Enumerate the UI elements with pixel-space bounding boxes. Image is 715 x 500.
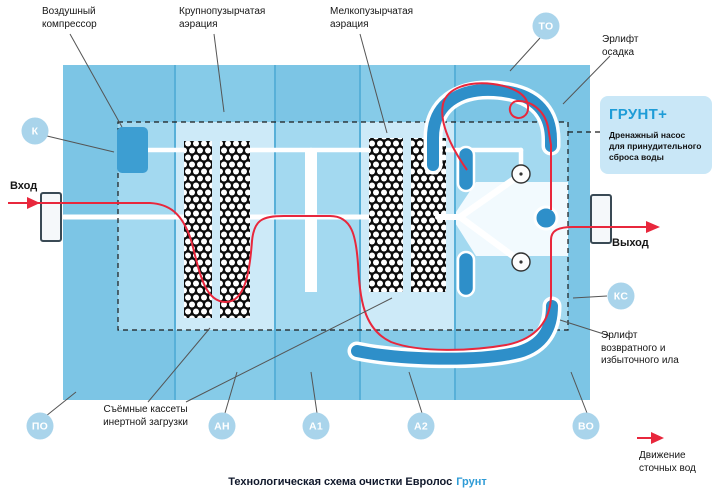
- badge-po: ПО: [26, 412, 54, 440]
- outlet-fitting: [533, 205, 559, 231]
- badge-a2: А2: [407, 412, 435, 440]
- clarifier-riser-bottom: [456, 250, 476, 298]
- legend-arrow: [637, 432, 664, 444]
- vent-valve-top: [511, 164, 531, 184]
- grunt-plus-title: ГРУНТ+: [609, 106, 668, 123]
- badge-ks: КС: [607, 282, 635, 310]
- outlet-label: Выход: [612, 237, 649, 249]
- return-airlift-label: Эрлифт возвратного и избыточного ила: [601, 330, 679, 366]
- fine-aeration-label: Мелкопузырчатая аэрация: [330, 6, 414, 30]
- return-airlift-tube: [347, 296, 562, 369]
- leader-lines: [45, 33, 611, 417]
- grunt-plus-description: Дренажный насос для принудительного сбро…: [609, 130, 702, 163]
- coarse-aeration-label: Крупнопузырчатая аэрация: [179, 6, 266, 30]
- inlet-label: Вход: [10, 180, 38, 192]
- outlet-pipe: [590, 194, 612, 244]
- sludge-airlift-label: Эрлифт осадка: [602, 34, 639, 58]
- diffuser-bar: [305, 150, 317, 292]
- flow-path: [8, 82, 646, 351]
- flow-legend-label: Движение сточных вод: [639, 450, 696, 474]
- badge-vo: ВО: [572, 412, 600, 440]
- dashed-boundary: [117, 121, 600, 331]
- cassette-block-1: [184, 141, 250, 318]
- badge-a1: А1: [302, 412, 330, 440]
- caption-accent: Грунт: [456, 476, 487, 488]
- badge-an: АН: [208, 412, 236, 440]
- air-compressor-label: Воздушный компрессор: [42, 6, 97, 30]
- badge-to: ТО: [532, 12, 560, 40]
- outlet-arrow: [646, 221, 660, 233]
- y-pipe: [435, 173, 521, 263]
- inlet-arrow: [27, 197, 40, 209]
- grunt-plus-panel: ГРУНТ+ Дренажный насос для принудительно…: [600, 96, 712, 175]
- compressor: [117, 127, 148, 173]
- inlet-pipe: [40, 192, 62, 242]
- caption-main: Технологическая схема очистки Евролос: [228, 476, 453, 488]
- vent-valve-bottom: [511, 252, 531, 272]
- badge-k: К: [21, 117, 49, 145]
- cassettes-label: Съёмные кассеты инертной загрузки: [103, 404, 188, 428]
- sludge-airlift-tube: [423, 80, 561, 175]
